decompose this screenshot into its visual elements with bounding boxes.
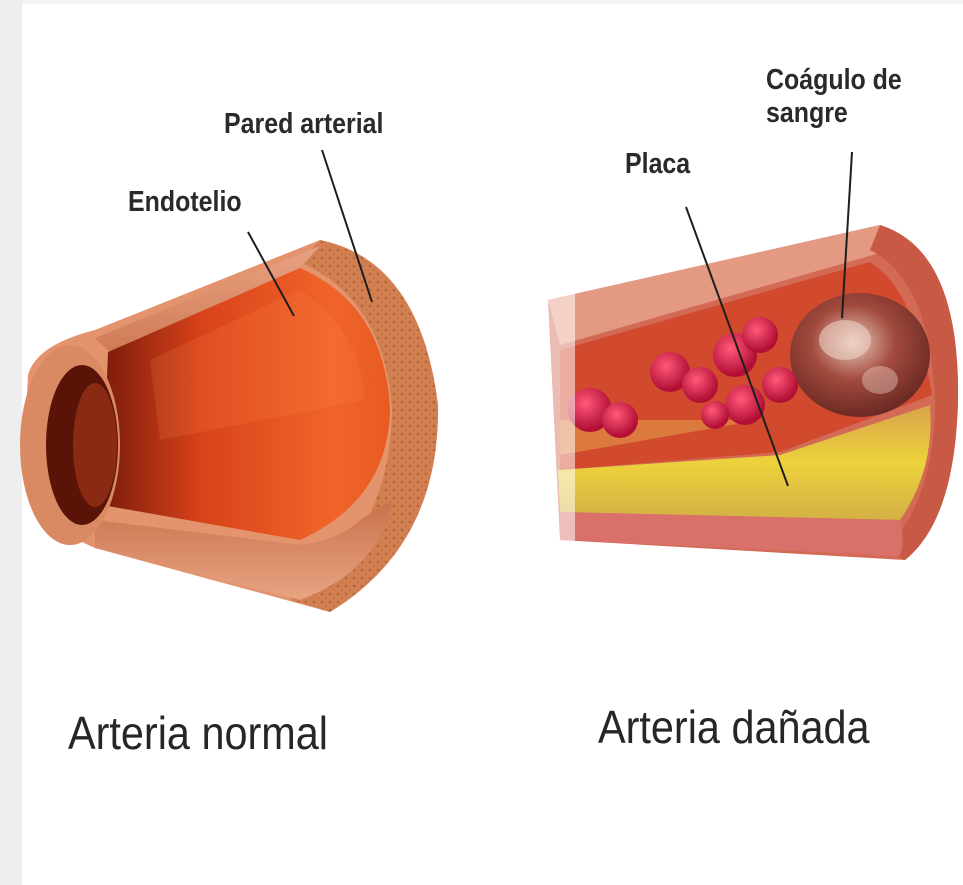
caption-arteria-normal: Arteria normal — [68, 710, 328, 756]
normal-artery — [20, 240, 438, 612]
label-endotelio: Endotelio — [128, 186, 242, 219]
caption-arteria-danada: Arteria dañada — [598, 704, 870, 750]
label-pared-arterial: Pared arterial — [224, 108, 383, 141]
label-coagulo-de-sangre: Coágulo de sangre — [766, 64, 902, 131]
label-placa: Placa — [625, 148, 690, 181]
damaged-artery — [540, 225, 958, 560]
